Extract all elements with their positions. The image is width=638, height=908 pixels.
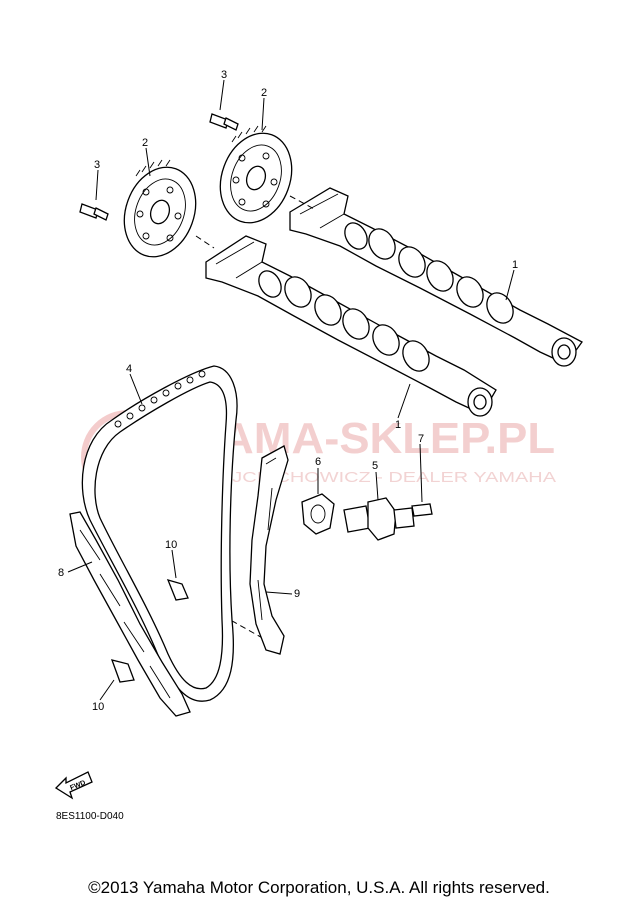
fwd-arrow-icon: FWD <box>54 771 93 800</box>
bolt-upper-3 <box>209 113 239 131</box>
callout-9: 9 <box>294 588 300 600</box>
chain-links <box>114 370 206 428</box>
callout-1-upper: 1 <box>512 259 518 271</box>
diagram-code: 8ES1100-D040 <box>56 811 124 822</box>
callout-7: 7 <box>418 433 424 445</box>
callout-3-lower: 3 <box>94 159 100 171</box>
tensioner-assembly <box>343 497 415 541</box>
callout-5: 5 <box>372 460 378 472</box>
tensioner-guide <box>249 445 289 655</box>
camshaft-upper <box>289 187 583 367</box>
copyright-notice: ©2013 Yamaha Motor Corporation, U.S.A. A… <box>88 878 550 897</box>
callout-8: 8 <box>58 567 64 579</box>
callouts: 3 2 2 3 1 1 4 6 5 7 10 8 9 10 <box>58 69 518 713</box>
cam-chain <box>81 365 238 702</box>
bolt-lower-3 <box>79 203 109 221</box>
callout-2-lower: 2 <box>142 137 148 149</box>
assembly-lines <box>185 195 317 641</box>
bolt-10-lower <box>110 659 135 683</box>
callout-4: 4 <box>126 363 132 375</box>
callout-6: 6 <box>315 456 321 468</box>
gasket <box>301 493 335 535</box>
callout-1-lower: 1 <box>395 419 401 431</box>
chain-guide <box>69 511 191 717</box>
callout-3-upper: 3 <box>221 69 227 81</box>
callout-2-upper: 2 <box>261 87 267 99</box>
callout-10-upper: 10 <box>165 539 177 551</box>
camshaft-lower <box>205 235 497 417</box>
bolt-10-upper <box>166 579 189 601</box>
watermark-subtitle: WOJCIECHOWICZ - DEALER YAMAHA <box>198 469 556 486</box>
callout-10-lower: 10 <box>92 701 104 713</box>
bolt-7 <box>411 503 433 517</box>
leader-lines <box>67 79 515 701</box>
sprocket-lower <box>123 159 197 258</box>
sprocket-upper <box>219 125 293 224</box>
watermark-title: YAMA-SKLEP.PL <box>195 414 555 463</box>
